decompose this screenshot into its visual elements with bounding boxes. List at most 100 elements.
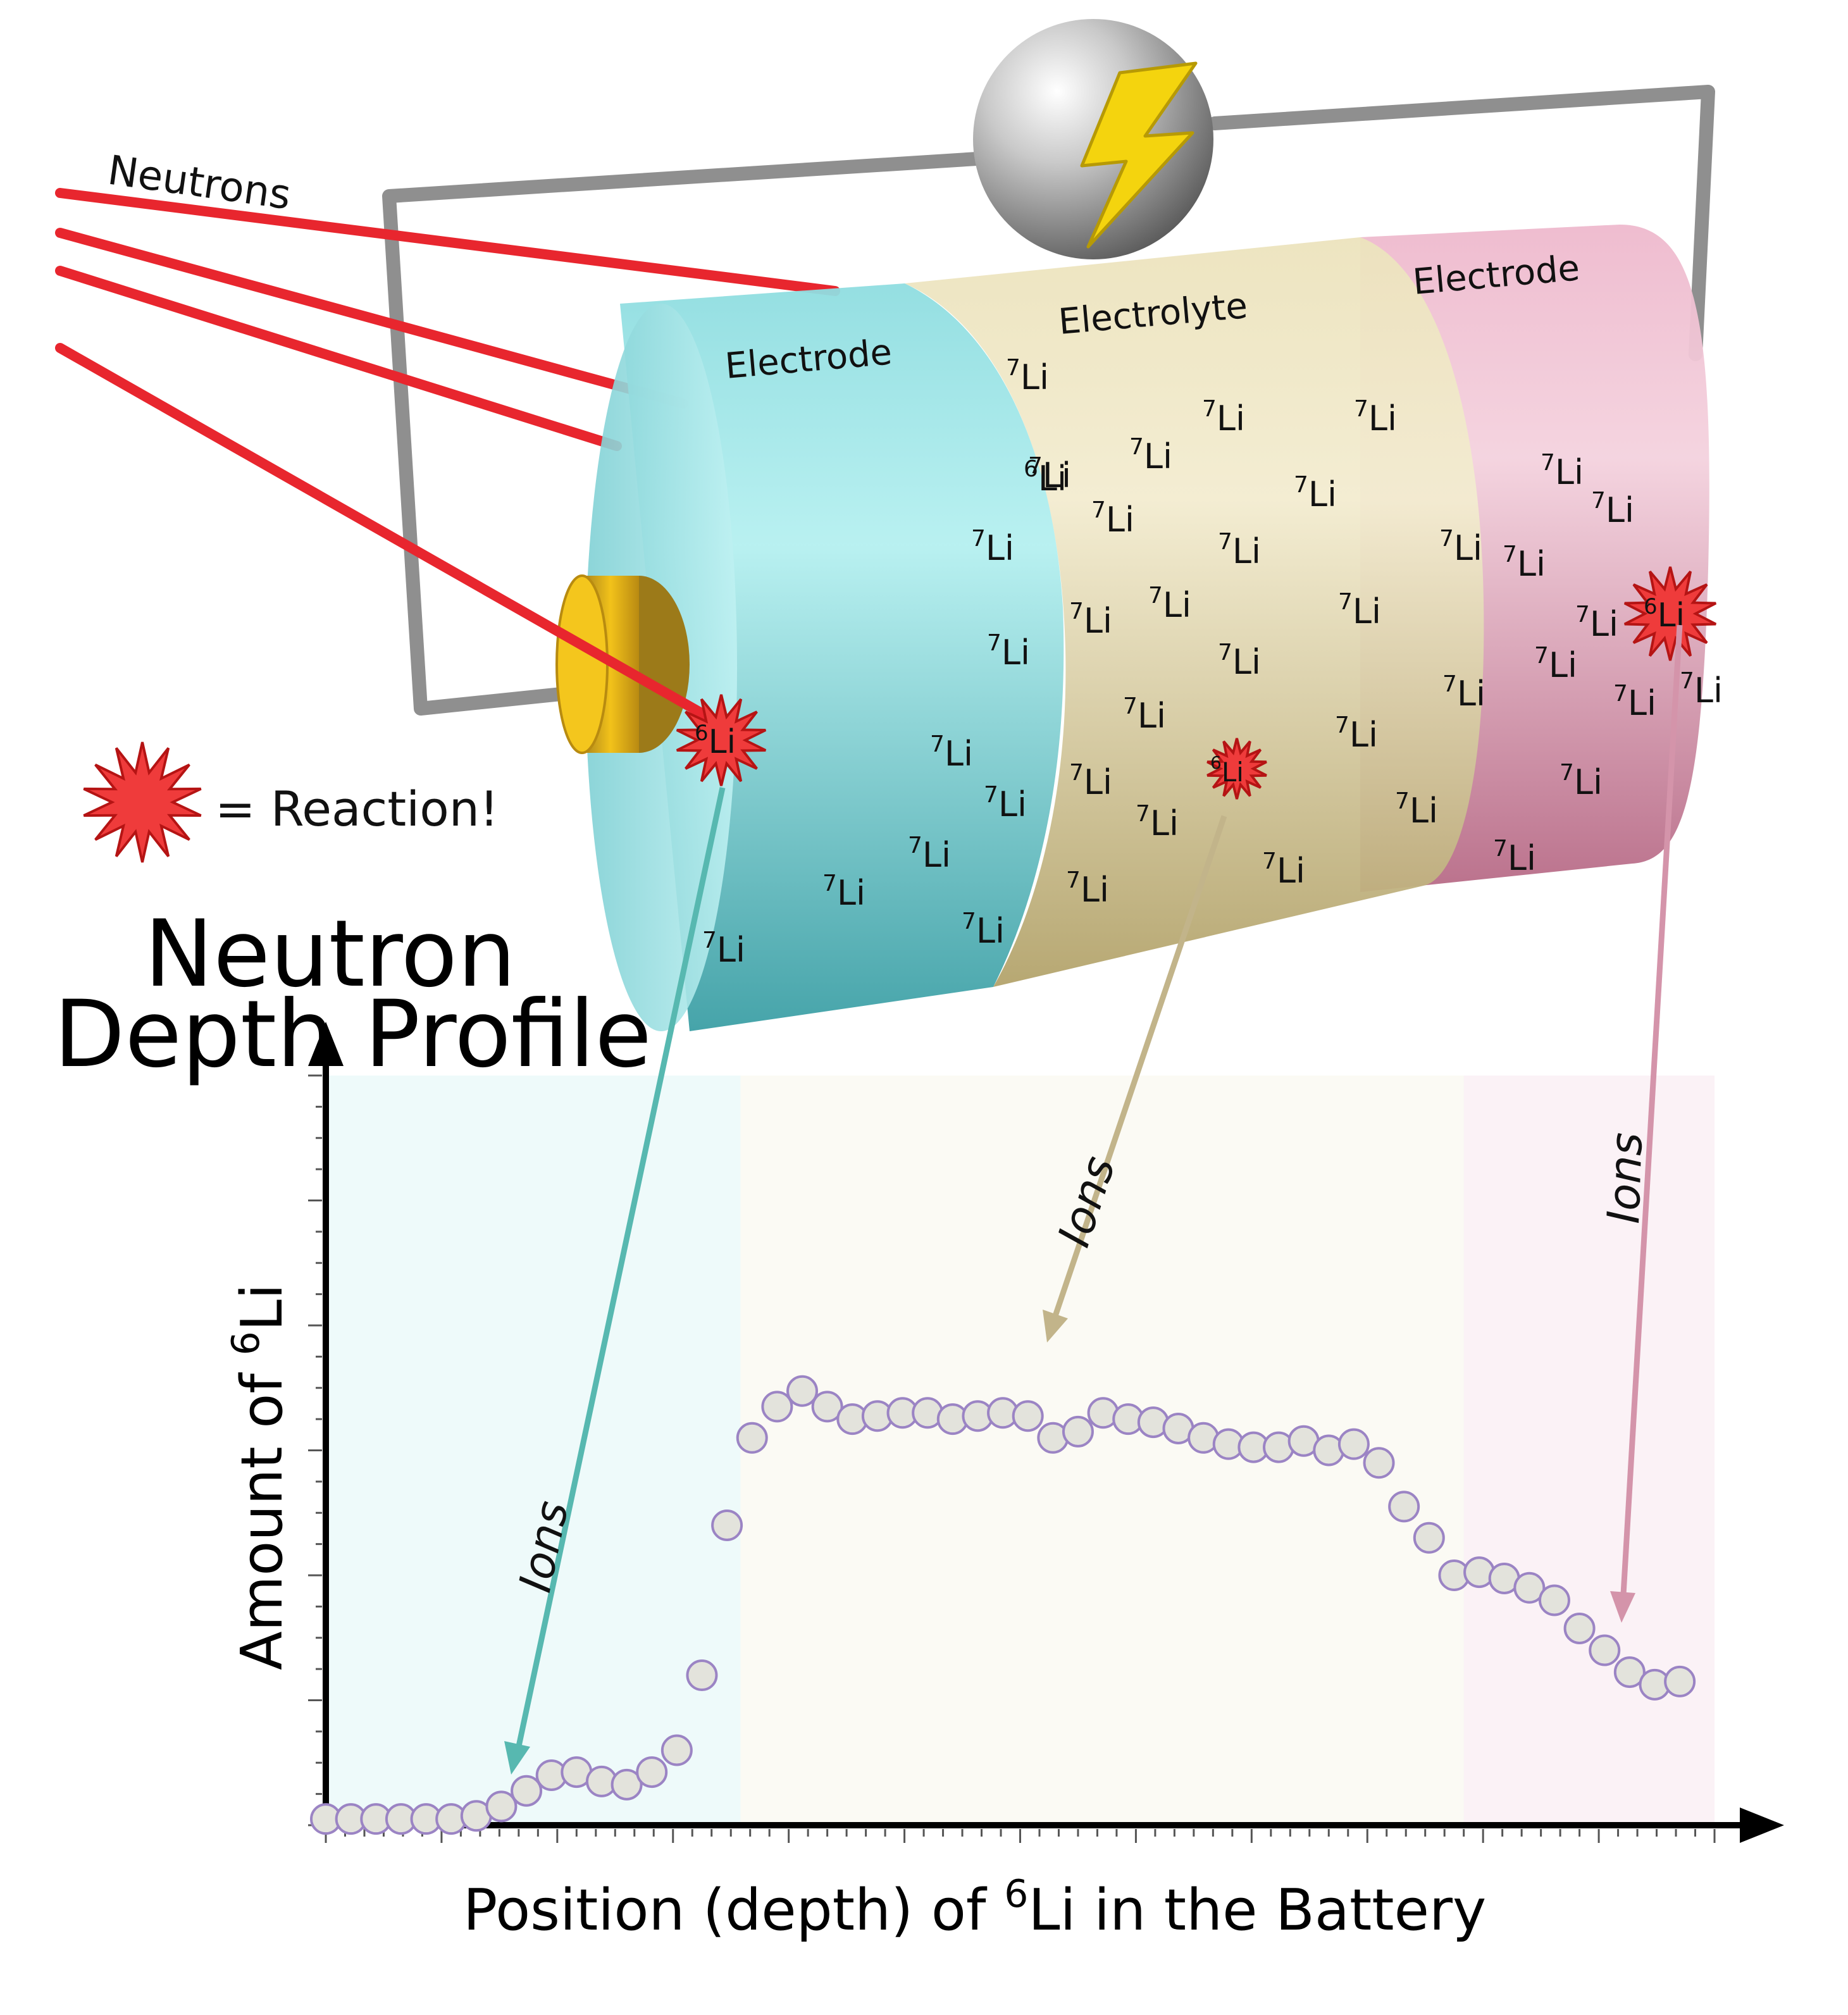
isotope-li7-label: 7Li	[1028, 453, 1071, 495]
isotope-li7-element: Li	[1020, 357, 1049, 397]
y-axis-label-element: Li	[229, 1284, 295, 1331]
data-point	[736, 1422, 768, 1454]
isotope-li7-label: 7Li	[987, 630, 1030, 673]
isotope-li7-label: 7Li	[1091, 497, 1134, 540]
data-point	[1388, 1491, 1420, 1523]
isotope-li7-element: Li	[1043, 456, 1071, 495]
data-point	[811, 1391, 843, 1423]
electrode-left-body	[620, 283, 1064, 1031]
data-point	[761, 1391, 793, 1423]
isotope-li7-label: 7Li	[1395, 788, 1438, 831]
data-point	[786, 1375, 819, 1407]
data-point	[686, 1659, 718, 1691]
isotope-li7-element: Li	[1277, 851, 1305, 891]
isotope-li7-mass: 7	[1202, 396, 1217, 422]
isotope-li7-mass: 7	[822, 871, 837, 896]
isotope-li7-label: 7Li	[1335, 712, 1378, 755]
isotope-li7-element: Li	[1084, 762, 1112, 802]
isotope-li7-mass: 7	[1439, 526, 1454, 552]
isotope-li7-label: 7Li	[1262, 848, 1305, 891]
y-axis-label-isotope: 6	[224, 1331, 268, 1355]
battery-terminal	[555, 574, 690, 754]
isotope-li7-label: 7Li	[702, 927, 745, 970]
reaction-li6-label: 6Li	[1210, 752, 1244, 788]
isotope-li7-element: Li	[837, 873, 865, 913]
y-axis-label-prefix: Amount of	[229, 1355, 295, 1670]
x-axis-label: Position (depth) of 6Li in the Battery	[463, 1872, 1486, 1944]
isotope-li7-element: Li	[1349, 715, 1378, 755]
isotope-li7-label: 7Li	[1066, 867, 1109, 910]
data-point	[1337, 1428, 1370, 1460]
isotope-li7-element: Li	[1150, 803, 1179, 843]
reaction-star-icon	[1623, 566, 1717, 661]
isotope-li7-mass: 7	[1069, 598, 1084, 624]
isotope-li7-label: 7Li	[1218, 640, 1261, 682]
isotope-li7-element: Li	[1232, 531, 1261, 571]
chart-region-3	[1463, 1076, 1715, 1825]
x-axis-label-suffix: in the Battery	[1076, 1877, 1487, 1944]
isotope-li7-mass: 7	[1591, 488, 1606, 514]
isotope-li7-element: Li	[922, 835, 951, 875]
ion-arrow-middle	[1043, 815, 1227, 1342]
reaction-li6-element: Li	[709, 723, 736, 761]
isotope-li7-mass: 7	[1294, 472, 1308, 498]
isotope-li7-element: Li	[1606, 490, 1634, 530]
isotope-li7-element: Li	[717, 930, 745, 970]
isotope-li7-element: Li	[1549, 645, 1577, 685]
isotope-li7-label: 7Li	[1136, 801, 1179, 843]
isotope-li7-element: Li	[998, 784, 1027, 824]
isotope-li7-label: 7Li	[1613, 681, 1656, 723]
isotope-li7-label: 7Li	[984, 782, 1027, 824]
neutron-beam-front	[55, 343, 726, 729]
electrolyte-body	[905, 237, 1484, 987]
isotope-li7-label: 7Li	[1006, 355, 1049, 397]
x-axis-label-element: Li	[1028, 1877, 1076, 1944]
isotope-li7-mass: 7	[1028, 453, 1043, 479]
isotope-li7-label: 7Li	[1354, 396, 1397, 438]
neutron-beams	[55, 188, 840, 451]
isotope-li7-element: Li	[1517, 544, 1546, 584]
isotope-li7-element: Li	[1144, 437, 1172, 476]
isotope-li7-element: Li	[1353, 592, 1381, 631]
isotope-li7-label: 7Li	[971, 526, 1014, 568]
isotope-li7-mass: 7	[1091, 497, 1106, 523]
isotope-li7-element: Li	[1457, 674, 1485, 714]
data-point	[1012, 1400, 1044, 1432]
isotope-li7-mass: 7	[1613, 681, 1628, 707]
reaction-star-icon	[83, 741, 202, 863]
isotope-li7-element: Li	[1084, 601, 1112, 641]
isotope-li7-label: 7Li	[1148, 583, 1191, 625]
isotope-li7-mass: 7	[1442, 671, 1457, 697]
isotope-li7-element: Li	[1574, 762, 1603, 802]
isotope-li7-mass: 7	[1354, 396, 1368, 422]
isotope-li7-element: Li	[1628, 683, 1656, 723]
x-axis-label-isotope: 6	[1004, 1872, 1028, 1916]
isotope-li7-element: Li	[945, 734, 973, 774]
isotope-li7-mass: 7	[1123, 693, 1138, 719]
isotope-li7-label: 7Li	[962, 908, 1005, 951]
isotope-li7-mass: 7	[1069, 760, 1084, 786]
isotope-li7-label: 7Li	[1503, 542, 1546, 584]
battery-cylinder	[555, 225, 1709, 1031]
reaction-legend-label: = Reaction!	[215, 781, 499, 837]
isotope-li7-label: 7Li	[822, 871, 865, 913]
data-point	[1664, 1665, 1696, 1697]
ion-arrow-left	[504, 787, 726, 1775]
data-point	[636, 1756, 668, 1789]
isotope-li6-mass: 6	[1024, 456, 1038, 482]
reaction-li6-mass: 6	[1644, 594, 1658, 619]
isotope-li7-mass: 7	[1129, 434, 1144, 460]
isotope-li7-label: 7Li	[1069, 760, 1112, 802]
x-axis-label-prefix: Position (depth) of	[463, 1877, 1004, 1944]
lightning-bolt-icon	[1080, 61, 1198, 249]
isotope-li7-mass: 7	[962, 908, 976, 934]
isotope-li7-label: 7Li	[1294, 472, 1337, 514]
isotope-li7-element: Li	[1410, 791, 1438, 831]
reaction-li6-label: 6Li	[695, 721, 736, 761]
isotope-li7-mass: 7	[1218, 640, 1232, 666]
ions-label-right: Ions	[1597, 1132, 1653, 1225]
data-point	[485, 1790, 518, 1823]
isotope-li7-element: Li	[1694, 671, 1723, 710]
